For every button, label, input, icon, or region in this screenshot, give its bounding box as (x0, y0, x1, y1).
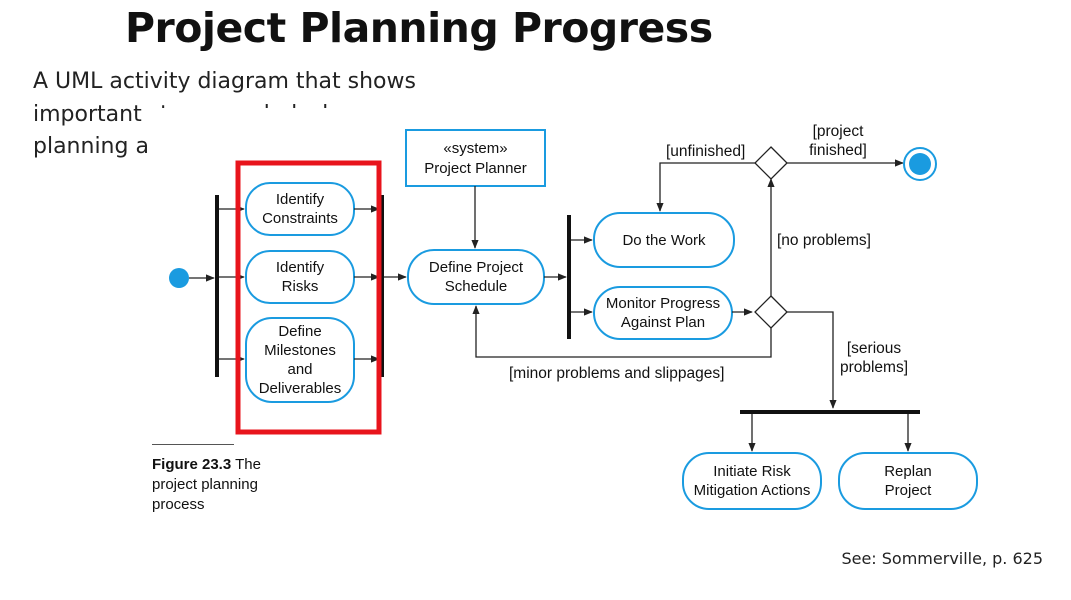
activity-label: Milestones (264, 342, 336, 359)
highlight-box (235, 160, 382, 435)
activity-monitor-progress: Monitor Progress Against Plan (593, 286, 733, 340)
activity-do-work: Do the Work (593, 212, 735, 268)
activity-label: Monitor Progress (606, 295, 720, 312)
caption-text: The project planning process (152, 456, 261, 513)
decision-node-top (754, 146, 788, 180)
caption-label: Figure 23.3 (152, 456, 232, 473)
activity-label: Identify (276, 259, 325, 276)
guard-project-finished: [project (813, 123, 865, 140)
edge-minor-problems (472, 305, 772, 358)
activity-define-schedule: Define Project Schedule (407, 249, 545, 305)
activity-label: Define (278, 323, 321, 340)
initial-node (169, 268, 189, 288)
activity-label: Constraints (262, 210, 338, 227)
activity-initiate-risk: Initiate Risk Mitigation Actions (682, 452, 822, 510)
object-project-planner: «system» Project Planner (405, 129, 546, 187)
activity-label: Define Project (429, 259, 524, 276)
edge-serious-problems (787, 311, 837, 409)
activity-identify-risks: Identify Risks (245, 250, 355, 304)
guard-minor-problems: [minor problems and slippages] (509, 365, 724, 382)
activity-label: Risks (282, 278, 319, 295)
activity-label: Deliverables (259, 380, 342, 397)
fork-bar-3 (740, 410, 920, 414)
activity-label: Replan (884, 463, 932, 480)
final-node-core (909, 153, 931, 175)
activity-identify-constraints: Identify Constraints (245, 182, 355, 236)
figure-caption: Figure 23.3 The project planning process (152, 455, 292, 515)
object-stereotype: «system» (443, 140, 507, 157)
guard-unfinished: [unfinished] (666, 143, 745, 160)
guard-serious-problems: [serious (847, 340, 902, 357)
activity-label: Against Plan (621, 314, 705, 331)
activity-label: Mitigation Actions (694, 482, 811, 499)
activity-label: Identify (276, 191, 325, 208)
guard-no-problems: [no problems] (777, 232, 871, 249)
caption-divider (152, 444, 234, 445)
guard-serious-problems: problems] (840, 359, 908, 376)
activity-label: Do the Work (622, 232, 706, 249)
activity-replan: Replan Project (838, 452, 978, 510)
join-bar-1 (380, 195, 384, 377)
activity-label: Project (885, 482, 933, 499)
edge-unfinished (656, 162, 755, 212)
activity-define-milestones: Define Milestones and Deliverables (245, 317, 355, 403)
fork-bar-1 (215, 195, 219, 377)
slide-title: Project Planning Progress (125, 4, 713, 52)
source-citation: See: Sommerville, p. 625 (841, 549, 1043, 568)
decision-node-bottom (754, 295, 788, 329)
guard-project-finished: finished] (809, 142, 867, 159)
object-name: Project Planner (424, 160, 527, 177)
activity-label: and (287, 361, 312, 378)
activity-label: Initiate Risk (713, 463, 791, 480)
activity-label: Schedule (445, 278, 508, 295)
fork-bar-2 (567, 215, 571, 339)
